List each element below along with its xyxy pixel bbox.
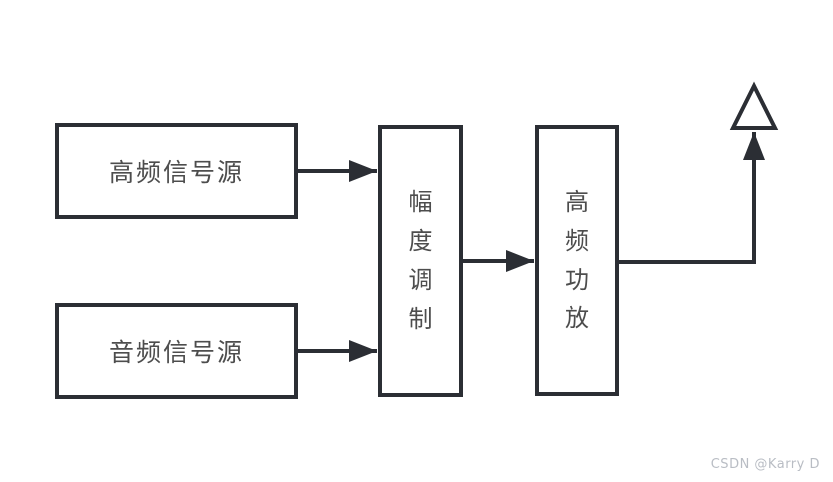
node-amplitude-modulation[interactable]: 幅度调制 [378, 125, 463, 397]
arrow-hf-amp-to-antenna [619, 132, 765, 264]
antenna-icon [729, 81, 779, 130]
node-audio-signal-source[interactable]: 音频信号源 [55, 303, 298, 399]
watermark: CSDN @Karry D [710, 457, 820, 472]
node-audio-signal-source-label: 音频信号源 [108, 338, 244, 367]
node-hf-power-amplifier-label: 高频功放 [565, 187, 589, 333]
node-hf-power-amplifier[interactable]: 高频功放 [535, 125, 619, 396]
node-hf-signal-source-label: 高频信号源 [108, 158, 244, 187]
node-hf-signal-source[interactable]: 高频信号源 [55, 123, 298, 219]
node-amplitude-modulation-label: 幅度调制 [408, 188, 433, 333]
